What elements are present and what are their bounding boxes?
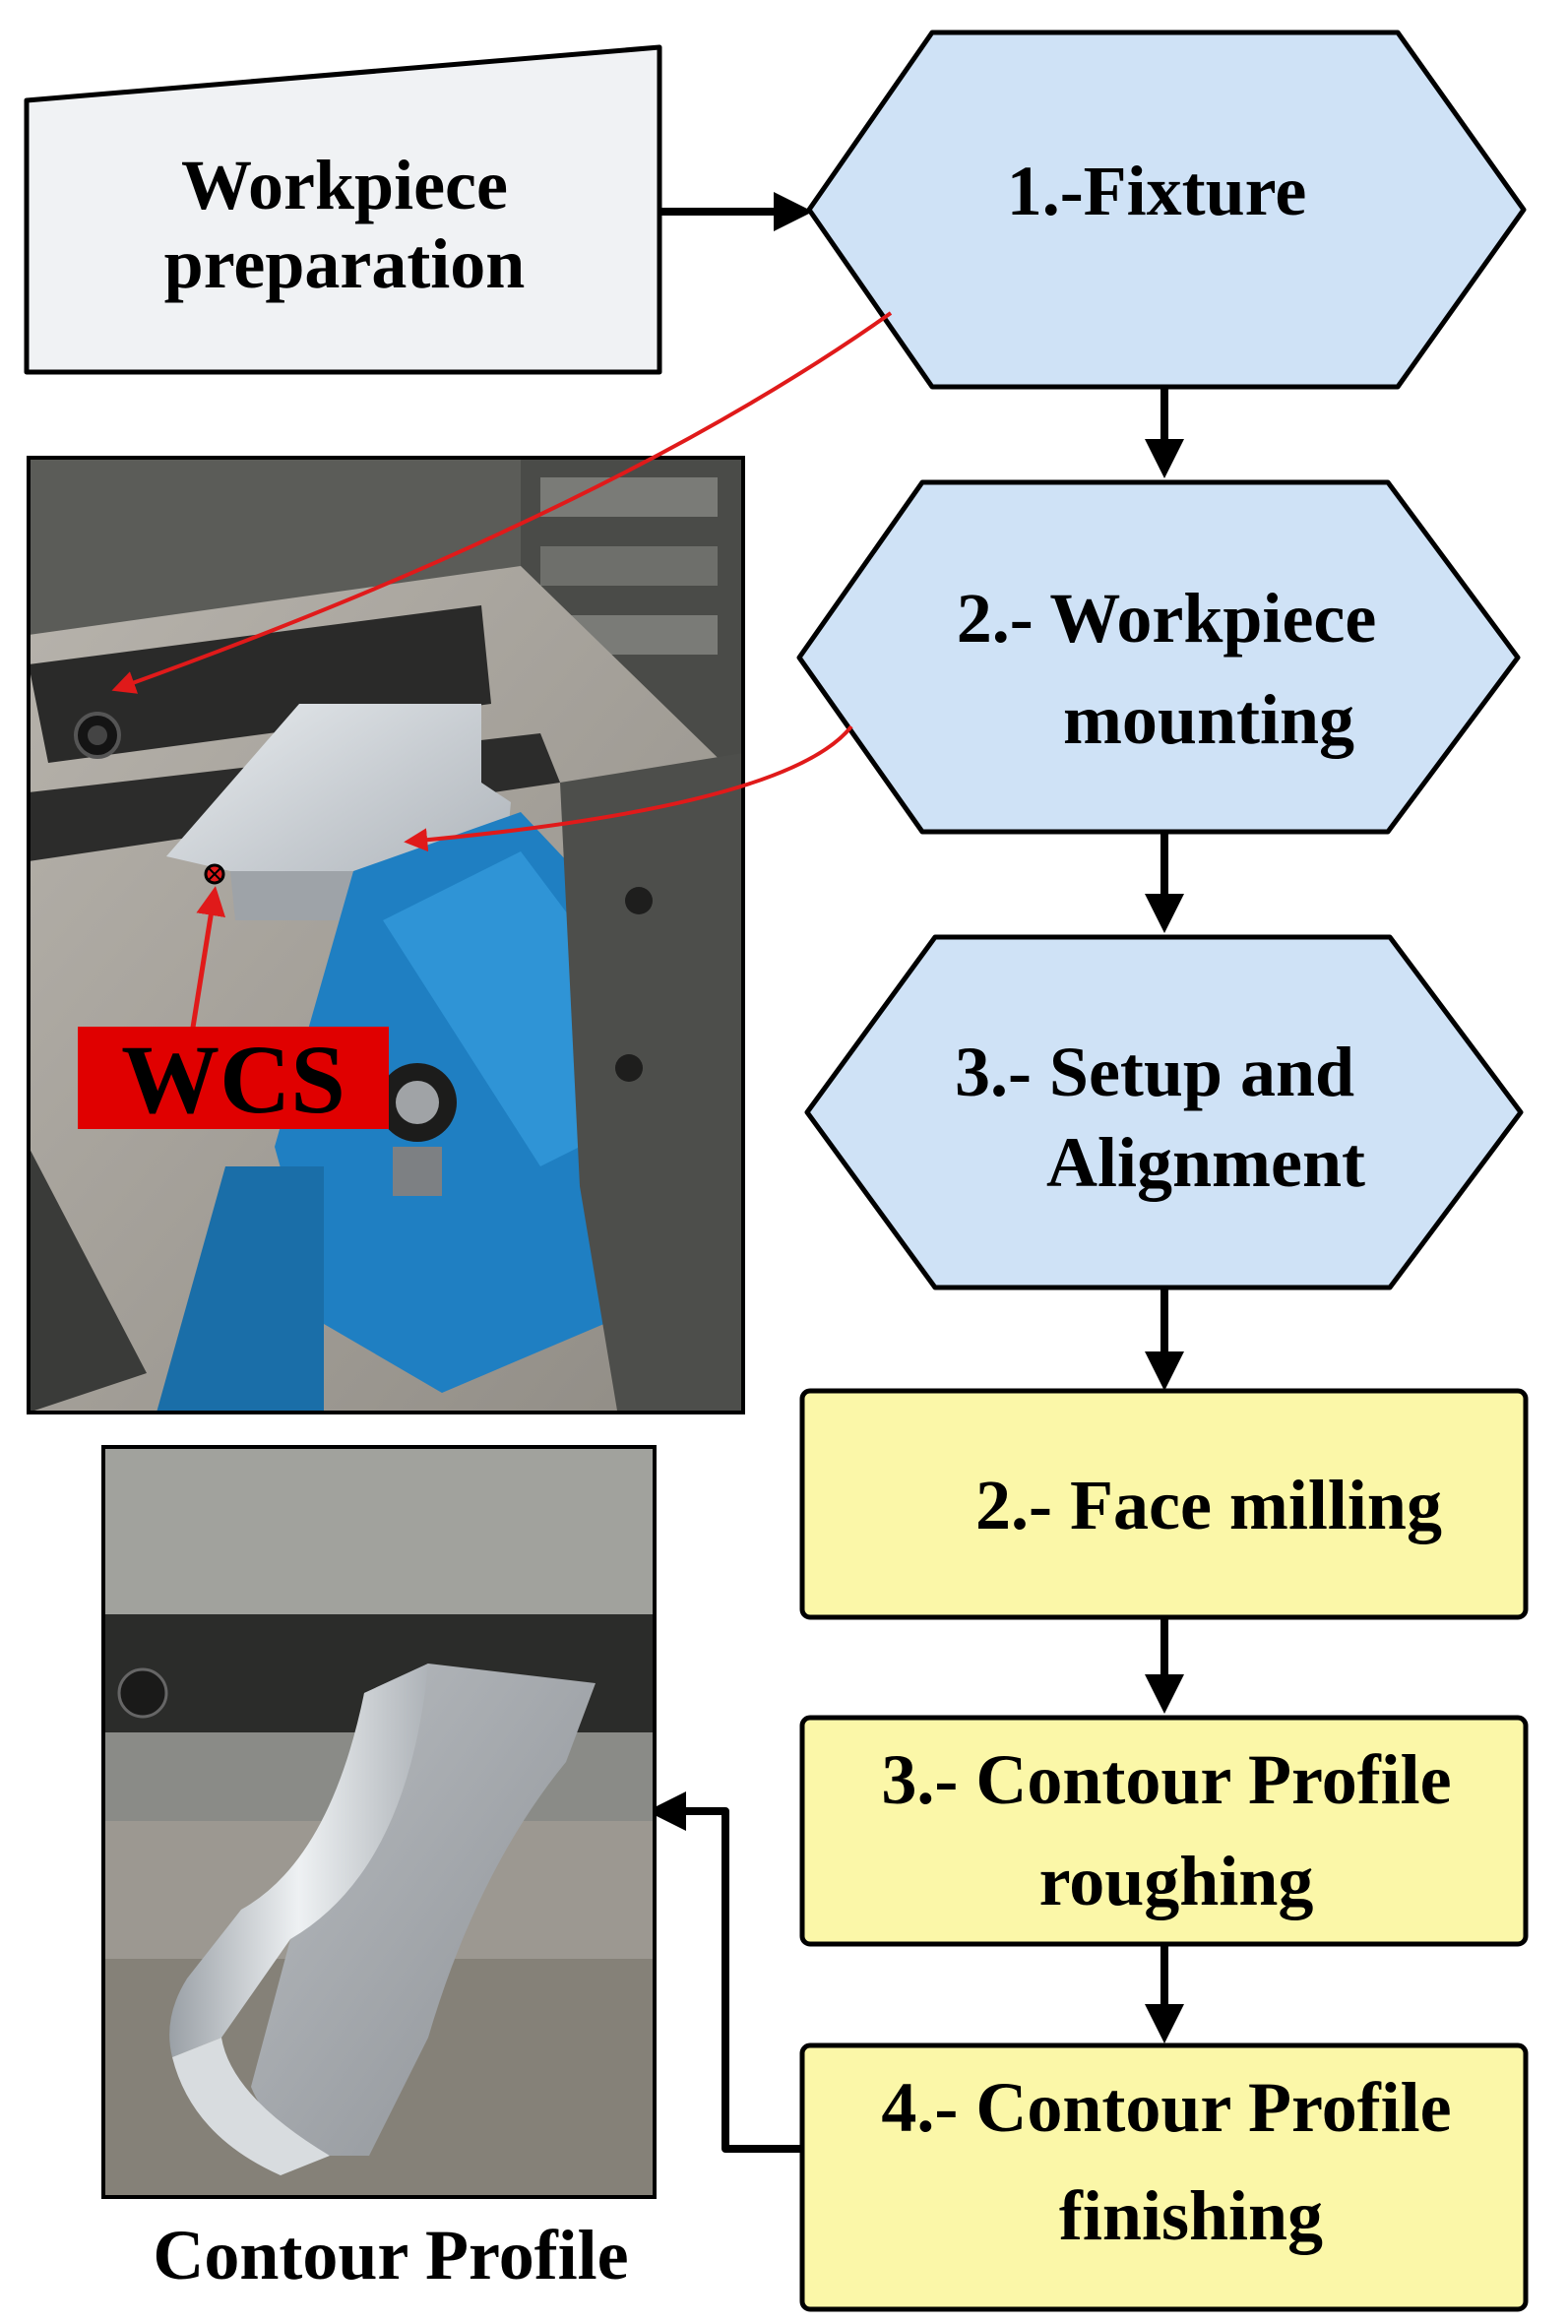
roughing-label-line2: roughing	[1039, 1842, 1314, 1920]
finishing-label-line1: 4.- Contour Profile	[881, 2068, 1451, 2147]
contour-profile-caption: Contour Profile	[153, 2216, 628, 2294]
wcs-origin-marker	[204, 863, 225, 885]
fixture-label: 1.-Fixture	[1007, 152, 1307, 230]
step-roughing-box: 3.- Contour Profile roughing	[799, 1715, 1529, 1947]
wcs-label-text: WCS	[121, 1025, 345, 1134]
vise-setup-photo	[27, 456, 745, 1414]
wcs-pointer-arrow	[189, 886, 226, 1035]
prep-label-line2: preparation	[164, 224, 526, 303]
step-mounting-hexagon: 2.- Workpiece mounting	[796, 479, 1521, 835]
roughing-label-line1: 3.- Contour Profile	[881, 1740, 1451, 1819]
prep-label-line1: Workpiece	[181, 146, 508, 224]
step-finishing-box: 4.- Contour Profile finishing	[799, 2042, 1529, 2312]
arrow-finishing-to-photo	[647, 1791, 802, 2153]
face-milling-label: 2.- Face milling	[975, 1466, 1442, 1544]
step-face-milling-box: 2.- Face milling	[799, 1388, 1529, 1620]
mounting-label-line2: mounting	[1063, 680, 1354, 759]
mounting-label-line1: 2.- Workpiece	[957, 579, 1377, 658]
step-setup-hexagon: 3.- Setup and Alignment	[804, 934, 1524, 1290]
workpiece-preparation-box: Workpiece preparation	[24, 44, 662, 375]
fixture-annotation-arrow	[111, 311, 893, 694]
mounting-annotation-arrow	[404, 724, 853, 852]
wcs-label: WCS	[78, 1025, 389, 1134]
setup-label-line1: 3.- Setup and	[955, 1033, 1354, 1111]
setup-label-line2: Alignment	[1046, 1123, 1365, 1202]
finishing-label-line2: finishing	[1059, 2176, 1323, 2255]
step-fixture-hexagon: 1.-Fixture	[806, 30, 1527, 390]
contour-profile-photo	[101, 1445, 657, 2199]
